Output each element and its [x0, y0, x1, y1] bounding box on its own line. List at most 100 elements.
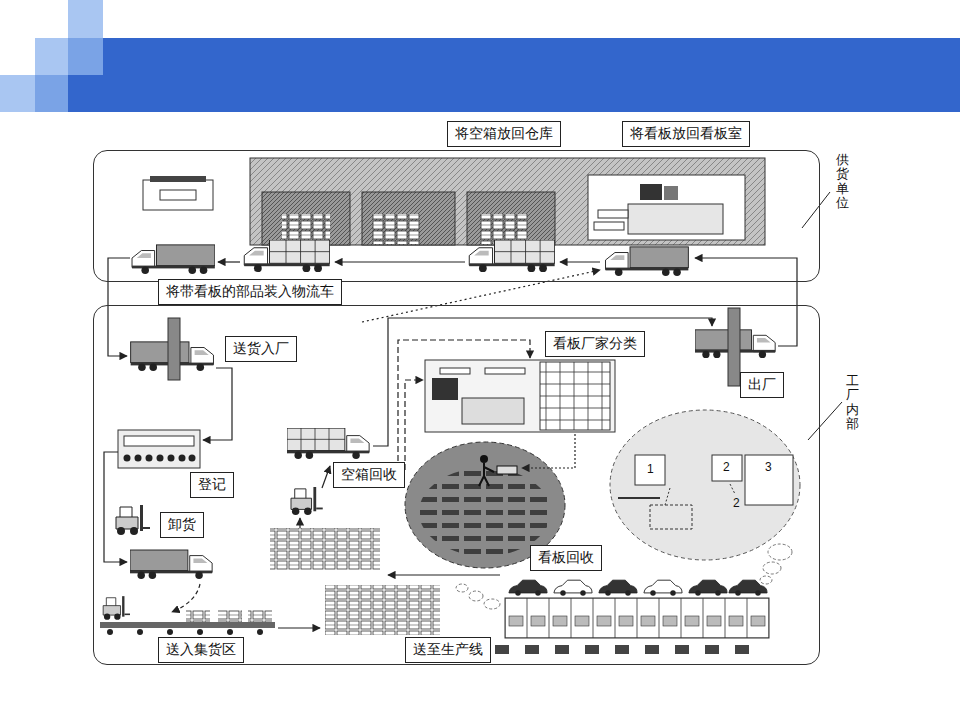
flow-line: [203, 368, 232, 440]
register-panel: [118, 430, 200, 468]
kanban-room: [425, 360, 615, 432]
kanban-line: [405, 380, 423, 470]
kanban-box: [143, 180, 213, 210]
kanban-box-lid: [150, 176, 206, 182]
step-text: 将看板放回看板室: [630, 125, 742, 143]
bubble: [484, 599, 500, 609]
step-label: 送货入厂: [225, 336, 297, 362]
bubble: [768, 544, 792, 560]
step-label: 看板厂家分类: [545, 331, 645, 357]
flow-line: [560, 261, 600, 262]
step-label: 空箱回收: [333, 462, 405, 488]
callout-number: 2: [723, 461, 730, 473]
step-text: 将空箱放回仓库: [455, 125, 553, 143]
deco-square: [0, 75, 35, 112]
kanban-cart: [497, 466, 517, 474]
lamp: [124, 455, 131, 462]
crate-stack: [372, 214, 420, 244]
roller: [227, 629, 233, 635]
production-line: [505, 598, 769, 638]
flow-line: [108, 258, 130, 356]
paper: [598, 210, 628, 218]
post-box: [712, 455, 742, 481]
truck-shape: [606, 247, 689, 276]
step-text: 看板回收: [538, 549, 594, 567]
crate-stack: [282, 214, 330, 244]
desk: [462, 398, 524, 424]
cart: [645, 645, 659, 654]
step-text: 将带看板的部品装入物流车: [166, 283, 334, 301]
kanban-posts: [419, 468, 551, 556]
callout-number: 2: [733, 497, 740, 509]
flow-line: [335, 261, 465, 262]
roller: [197, 629, 203, 635]
car: [599, 580, 637, 595]
lamp: [168, 455, 175, 462]
region-panel: 工厂内部送货入厂看板厂家分类出厂登记空箱回收卸货看板回收送入集货区送至生产线: [93, 305, 820, 665]
deco-square: [35, 75, 68, 112]
kanban-shelf: [540, 362, 610, 430]
region-heading: 供货单位: [836, 153, 849, 210]
bubble: [469, 591, 483, 601]
flow-line: [373, 318, 712, 446]
crate-outline: [650, 505, 692, 529]
truck-shape: [469, 240, 554, 272]
conveyor-rollers: [107, 629, 263, 635]
cart: [615, 645, 629, 654]
flow-lines: [104, 192, 842, 628]
step-text: 卸货: [168, 516, 196, 534]
cart: [555, 645, 569, 654]
car: [644, 580, 682, 595]
truck-shape: [132, 245, 215, 274]
kanban-office: [588, 175, 745, 240]
register-lamps: [124, 455, 196, 462]
cart: [735, 645, 749, 654]
truck: [130, 550, 212, 579]
paper: [594, 222, 624, 230]
lamp: [157, 455, 164, 462]
forklift: [103, 596, 130, 620]
car: [554, 580, 592, 595]
warehouse-door: [467, 192, 555, 245]
line-carts: [495, 645, 749, 654]
step-text: 送货入厂: [233, 340, 289, 358]
step-label: 看板回收: [530, 545, 602, 571]
callout-number: 3: [765, 461, 772, 473]
factory-art: [100, 308, 800, 654]
truck: [469, 240, 554, 272]
header-band: [68, 38, 960, 112]
gate-post: [168, 318, 180, 380]
lamp: [189, 455, 196, 462]
cart: [585, 645, 599, 654]
printer: [664, 186, 678, 200]
warehouse: [250, 158, 765, 245]
roller: [137, 629, 143, 635]
cart: [675, 645, 689, 654]
step-label: 登记: [190, 472, 234, 498]
kanban-line: [362, 270, 600, 322]
region-panel: 供货单位: [93, 150, 820, 282]
step-text: 空箱回收: [341, 466, 397, 484]
flow-line: [104, 452, 127, 562]
truck-shape: [244, 240, 329, 272]
lamp: [179, 455, 186, 462]
worker-head: [480, 455, 488, 463]
truck: [287, 428, 369, 459]
leader-line: [802, 192, 830, 228]
forklift: [291, 487, 323, 515]
supplier-art: [132, 158, 765, 276]
deco-square: [68, 38, 103, 75]
bubble: [760, 576, 772, 584]
truck: [244, 240, 329, 272]
callout-number: 1: [647, 463, 654, 475]
flow-line: [388, 574, 500, 575]
full-crates: [325, 585, 440, 635]
lamp: [146, 455, 153, 462]
header-bar: [0, 0, 960, 112]
cart: [705, 645, 719, 654]
flow-line: [218, 261, 240, 262]
flow-line: [322, 466, 330, 488]
deco-square: [35, 38, 68, 75]
kanban-line: [398, 340, 530, 470]
bubble: [763, 562, 781, 574]
